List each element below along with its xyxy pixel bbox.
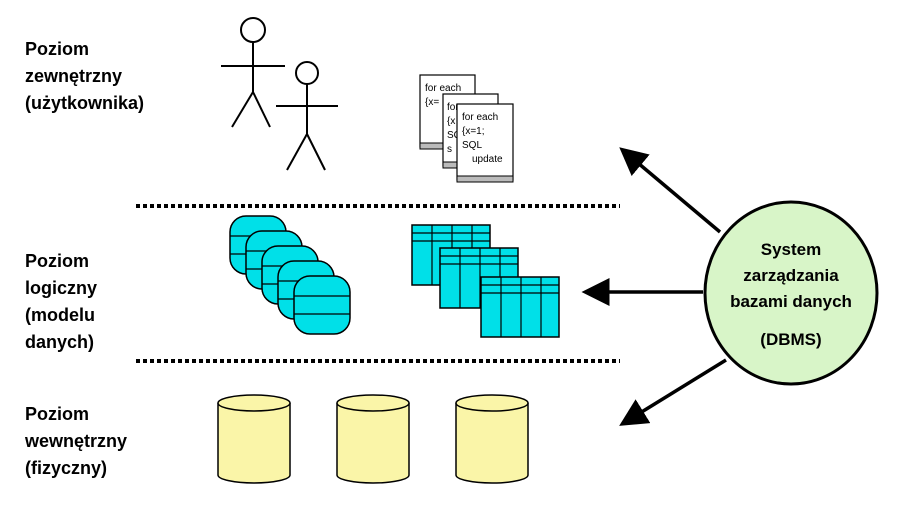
code-front-line-2: {x=1; <box>462 126 485 137</box>
level-internal-line-3: (fizyczny) <box>25 458 108 478</box>
arrow-to-external <box>619 147 722 234</box>
code-back-line-2: {x= <box>425 97 439 108</box>
level-external-line-2: zewnętrzny <box>25 66 123 86</box>
record-stack <box>229 215 351 335</box>
code-card-front: for each {x=1; SQL update <box>456 103 514 183</box>
code-front-line-1: for each <box>462 112 498 123</box>
dbms-line-1: System <box>761 240 821 259</box>
level-label-external: Poziom zewnętrzny (użytkownika) <box>25 36 144 117</box>
dbms-node: System zarządzania bazami danych (DBMS) <box>703 200 879 386</box>
table-grid <box>480 276 560 338</box>
database-cylinder <box>455 394 529 484</box>
dbms-line-2: zarządzania <box>743 266 839 285</box>
level-label-logical: Poziom logiczny (modelu danych) <box>25 248 97 356</box>
level-internal-line-1: Poziom <box>25 404 90 424</box>
database-cylinder <box>217 394 291 484</box>
level-logical-line-4: danych) <box>25 332 95 352</box>
level-logical-line-2: logiczny <box>25 278 98 298</box>
dbms-line-3: bazami danych <box>730 292 852 311</box>
storage-cylinders <box>217 394 529 484</box>
database-cylinder <box>336 394 410 484</box>
code-back-line-1: for each <box>425 83 461 94</box>
code-middle-line-2: {x <box>447 116 455 127</box>
user-figure-1 <box>221 17 285 128</box>
dbms-line-4: (DBMS) <box>760 330 821 349</box>
code-front-line-3: SQL <box>462 140 482 151</box>
record-shape <box>293 275 351 335</box>
arrow-to-internal <box>619 358 727 426</box>
level-label-internal: Poziom wewnętrzny (fizyczny) <box>25 401 127 482</box>
code-middle-line-1: for <box>447 102 459 113</box>
user-figure-2 <box>276 61 338 171</box>
level-external-line-3: (użytkownika) <box>25 93 145 113</box>
level-external-line-1: Poziom <box>25 39 90 59</box>
level-logical-line-3: (modelu <box>25 305 95 325</box>
code-middle-line-4: s <box>447 144 452 155</box>
table-stack <box>411 224 560 338</box>
level-logical-line-1: Poziom <box>25 251 90 271</box>
code-front-line-4: update <box>472 154 503 165</box>
level-internal-line-2: wewnętrzny <box>25 431 128 451</box>
